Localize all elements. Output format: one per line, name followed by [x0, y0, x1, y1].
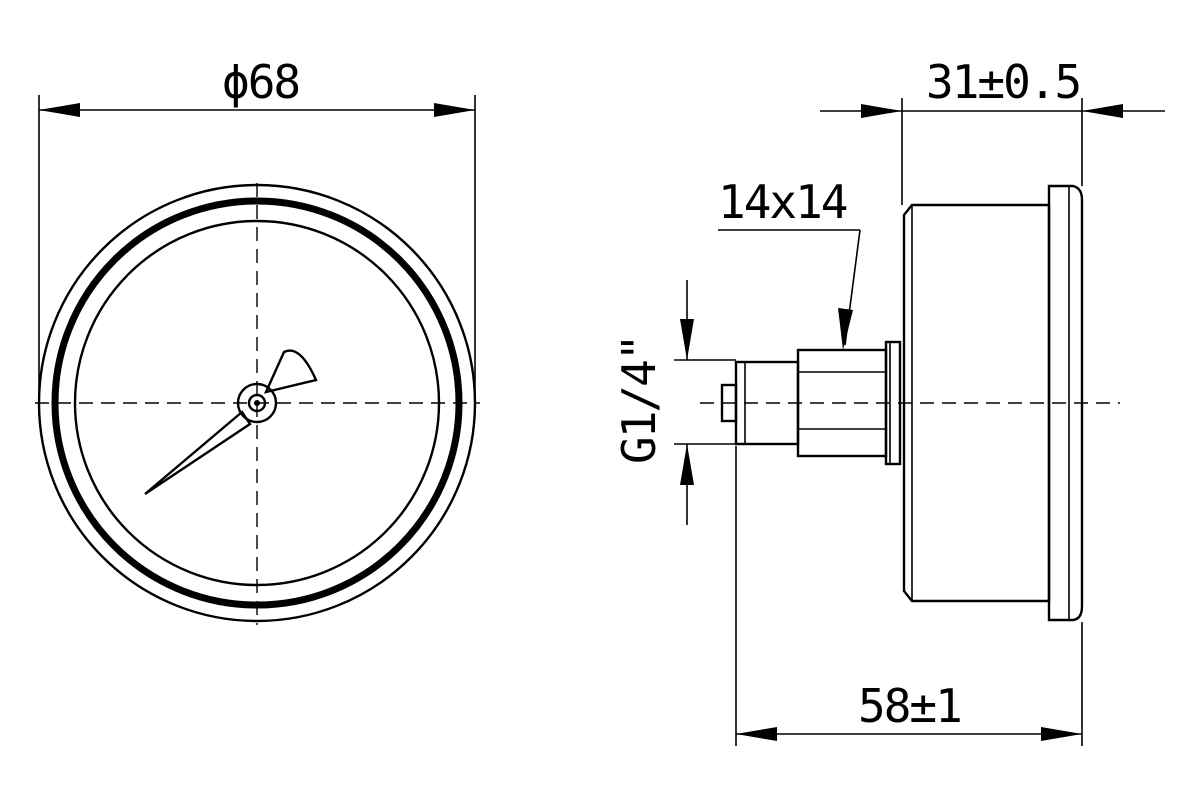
diameter-arrow-right: [434, 103, 475, 117]
overall-length-arrow-left: [736, 727, 777, 741]
pointer-hub-inner: [247, 393, 267, 413]
case-depth-dimension: 31±0.5: [820, 55, 1165, 205]
overall-length-arrow-right: [1041, 727, 1082, 741]
front-view: ϕ68: [35, 55, 480, 625]
pointer-hub-outer: [236, 382, 278, 424]
gauge-pointer: [144, 349, 318, 495]
bezel-ring-circle: [51, 197, 463, 609]
side-view: 31±0.5 14x14 G1/4" 58±1: [612, 55, 1165, 746]
case-depth-arrow-left: [861, 104, 902, 118]
thread-label: G1/4": [612, 336, 666, 464]
wrench-flat-label: 14x14: [718, 175, 847, 229]
wrench-flat-leader: 14x14: [718, 175, 861, 350]
diameter-dimension: ϕ68: [38, 55, 476, 398]
connector-nipple: [720, 383, 738, 423]
wrench-flat-leader-arrow: [838, 308, 853, 350]
pointer-needle: [144, 410, 252, 495]
bezel-outer-circle: [37, 183, 477, 623]
diameter-label: ϕ68: [222, 55, 299, 109]
overall-length-dimension: 58±1: [735, 446, 1083, 746]
thread-arrow-bottom: [680, 444, 694, 485]
pointer-tail: [263, 349, 318, 394]
diameter-arrow-left: [39, 103, 80, 117]
pointer-hub-pin: [254, 400, 260, 406]
thread-arrow-top: [680, 319, 694, 360]
bezel-flange: [1047, 184, 1084, 622]
overall-length-label: 58±1: [858, 679, 961, 733]
case-depth-arrow-right: [1082, 104, 1123, 118]
case-depth-label: 31±0.5: [926, 55, 1080, 109]
thread-dimension: G1/4": [612, 280, 736, 525]
dial-circle: [73, 219, 441, 587]
